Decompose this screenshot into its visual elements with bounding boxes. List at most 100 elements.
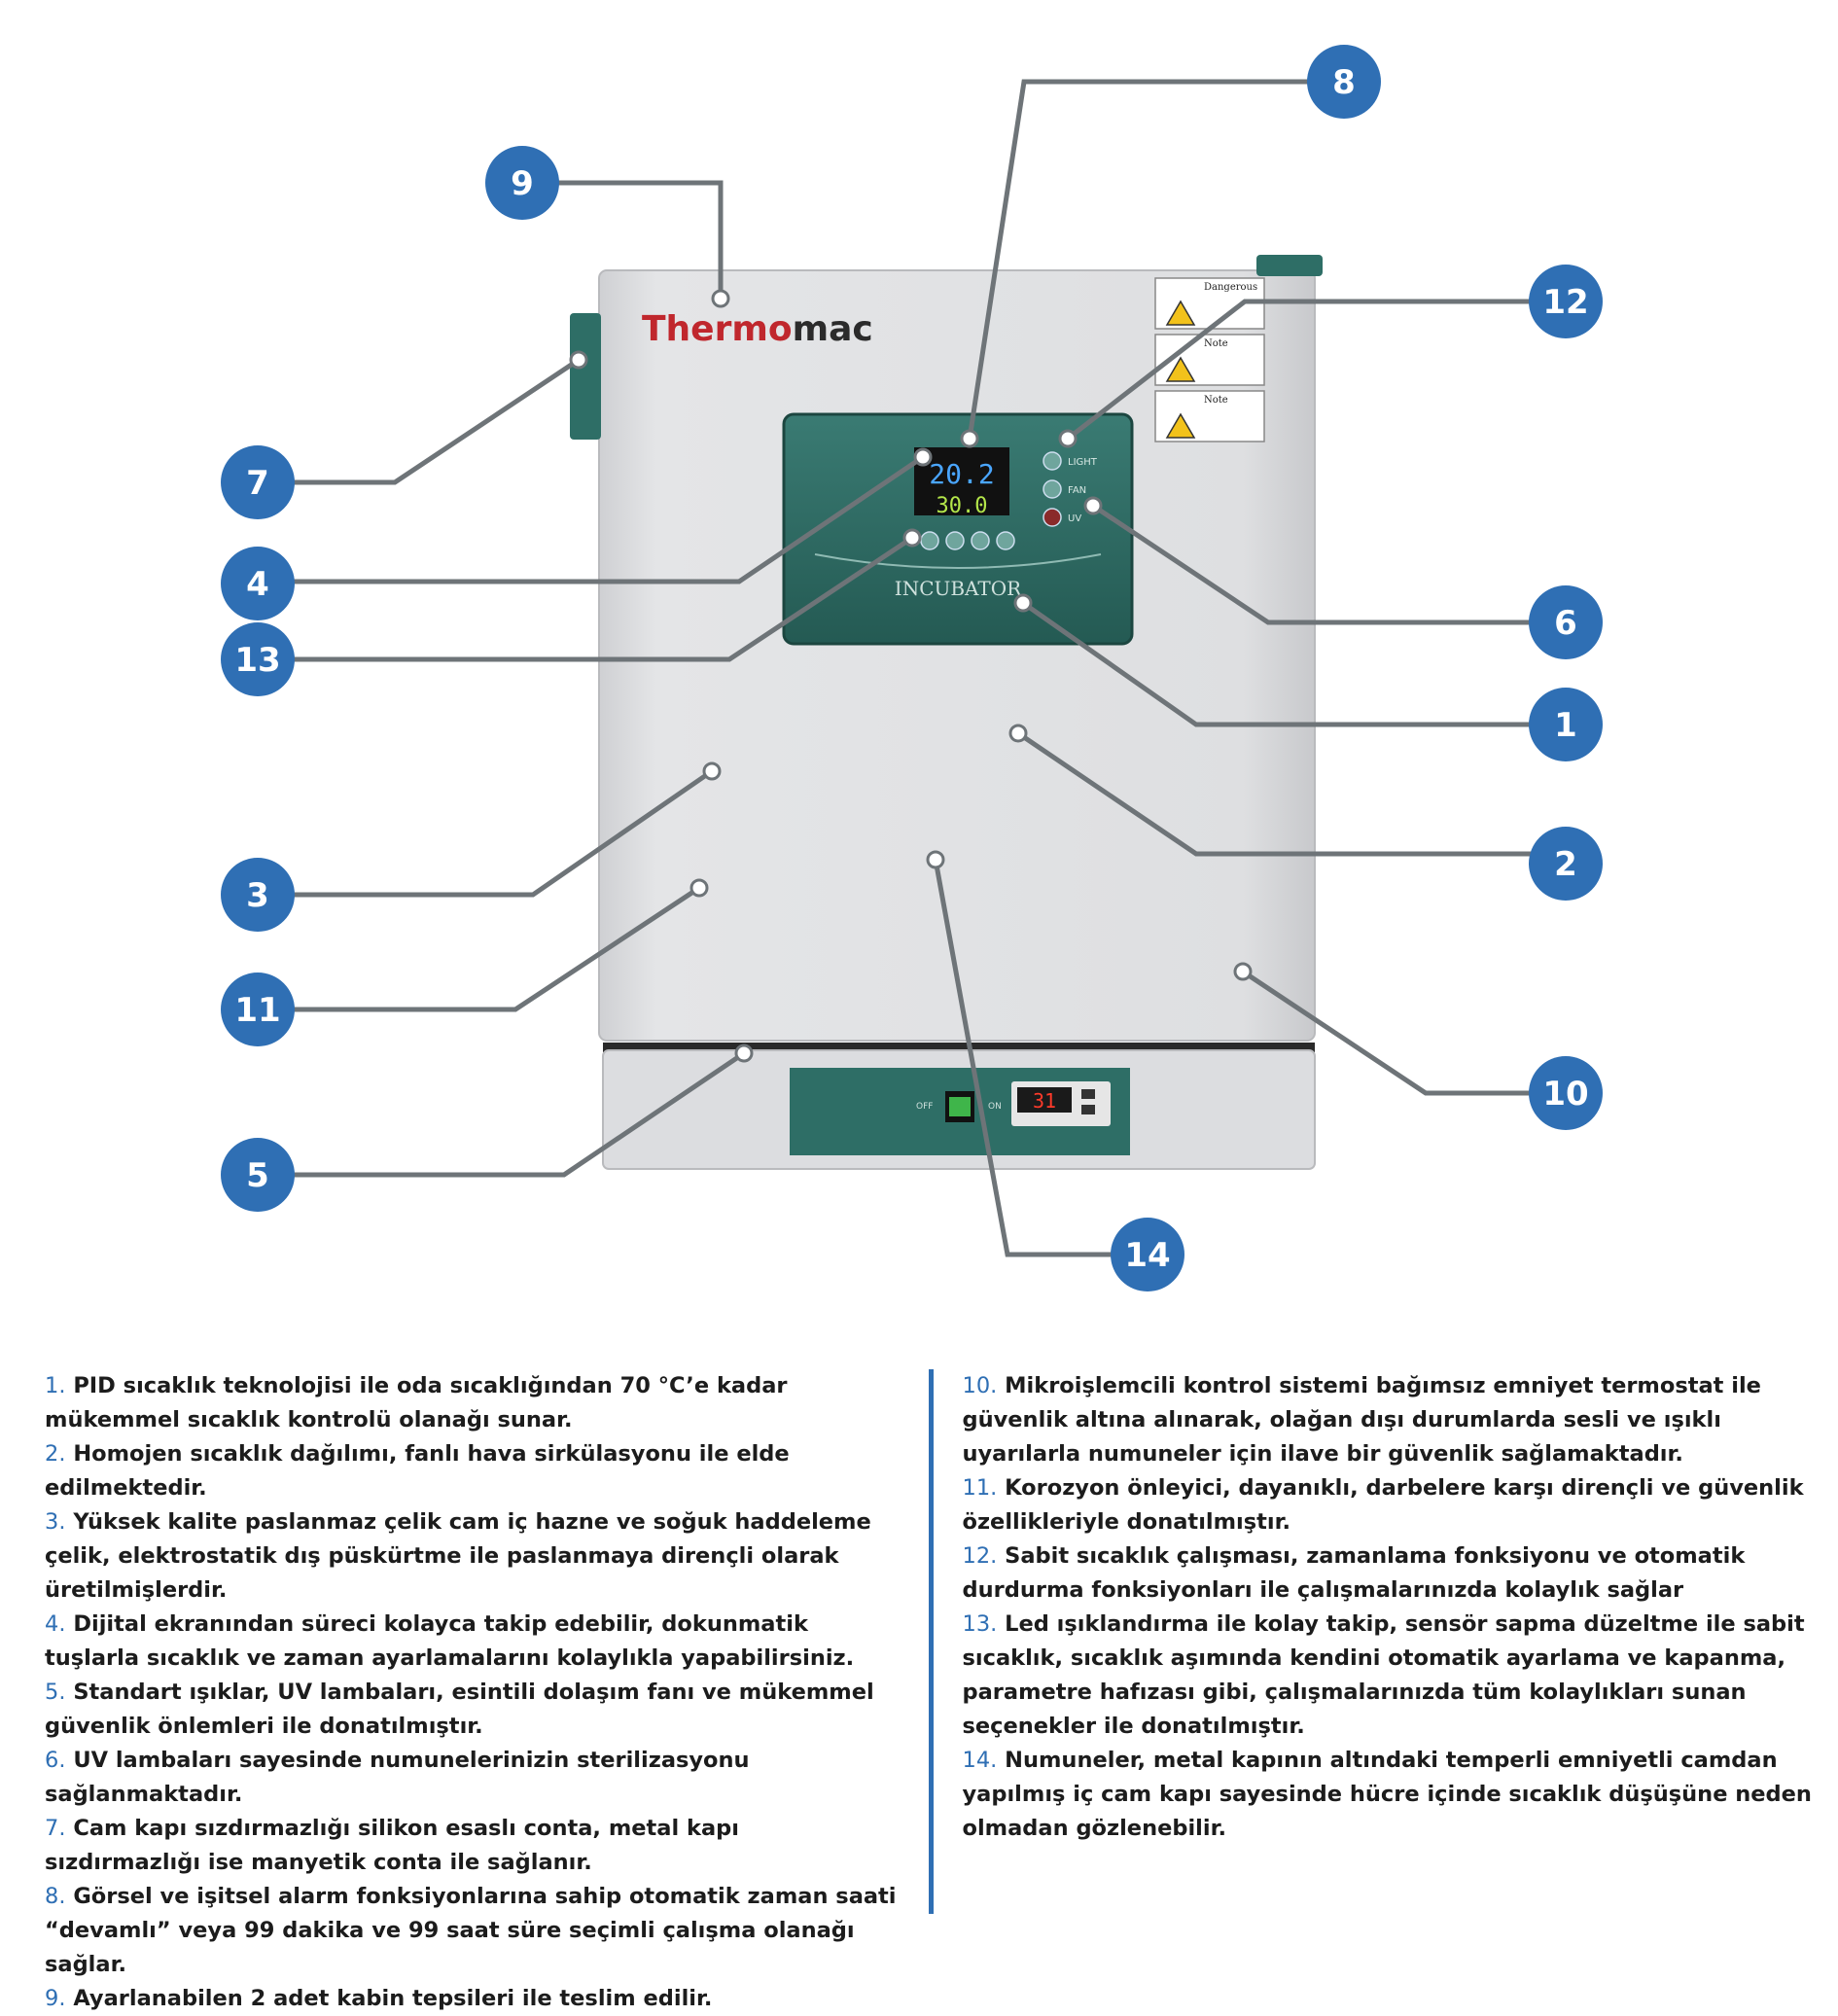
svg-text:13: 13	[234, 641, 280, 680]
svg-text:11: 11	[234, 991, 280, 1030]
legend-item-text: Korozyon önleyici, dayanıklı, darbelere …	[962, 1475, 1804, 1535]
legend: 1. PID sıcaklık teknolojisi ile oda sıca…	[45, 1369, 1816, 2011]
legend-item-number: 2.	[45, 1441, 66, 1467]
warning-label-2: Note	[1204, 338, 1228, 349]
warning-label-1: Dangerous	[1204, 282, 1257, 293]
svg-text:1: 1	[1554, 706, 1577, 745]
legend-item: 12. Sabit sıcaklık çalışması, zamanlama …	[963, 1539, 1816, 1608]
anchor-dots	[569, 289, 1253, 1063]
uv-icon[interactable]	[1043, 508, 1062, 527]
callout-6: 6	[1529, 585, 1603, 659]
callout-14: 14	[1111, 1218, 1184, 1291]
door-handle[interactable]	[570, 313, 601, 440]
svg-text:3: 3	[246, 876, 269, 915]
fan-button-label: FAN	[1068, 485, 1086, 496]
legend-item-text: Led ışıklandırma ile kolay takip, sensör…	[962, 1611, 1805, 1739]
legend-item-text: Homojen sıcaklık dağılımı, fanlı hava si…	[45, 1441, 790, 1501]
legend-item-text: Yüksek kalite paslanmaz çelik cam iç haz…	[45, 1509, 871, 1603]
callout-badges: 1 2 3 4 5 6 7 8 9 10 11 12 13 14	[221, 45, 1603, 1291]
legend-item: 6. UV lambaları sayesinde numunelerinizi…	[45, 1744, 898, 1812]
warning-icon	[1165, 412, 1196, 439]
legend-item-text: UV lambaları sayesinde numunelerinizin s…	[45, 1748, 750, 1807]
legend-item-text: Dijital ekranından süreci kolayca takip …	[45, 1611, 855, 1671]
legend-item-text: Numuneler, metal kapının altındaki tempe…	[962, 1748, 1812, 1841]
legend-item: 11. Korozyon önleyici, dayanıklı, darbel…	[963, 1471, 1816, 1539]
svg-text:6: 6	[1554, 604, 1577, 643]
display-setpoint: 30.0	[937, 494, 988, 518]
thermostat-display: 31	[1033, 1089, 1056, 1113]
callout-4: 4	[221, 547, 295, 620]
callout-11: 11	[221, 973, 295, 1046]
base-controls: OFF ON 31	[916, 1081, 1111, 1126]
warning-label-3: Note	[1204, 395, 1228, 406]
legend-item: 2. Homojen sıcaklık dağılımı, fanlı hava…	[45, 1437, 898, 1505]
light-icon[interactable]	[1043, 451, 1062, 471]
legend-item: 3. Yüksek kalite paslanmaz çelik cam iç …	[45, 1505, 898, 1608]
incubator-diagram: Thermomac Dangerous Note Note 20.2 30.0 …	[221, 45, 1603, 1291]
callout-9: 9	[485, 146, 559, 220]
legend-item-number: 4.	[45, 1611, 66, 1637]
warning-icon	[1165, 356, 1196, 382]
legend-item-number: 14.	[962, 1748, 998, 1773]
display-temperature: 20.2	[929, 458, 994, 490]
legend-item-text: Görsel ve işitsel alarm fonksiyonlarına …	[45, 1884, 897, 1977]
svg-text:14: 14	[1124, 1236, 1170, 1275]
callout-8: 8	[1307, 45, 1381, 119]
callout-7: 7	[221, 445, 295, 519]
legend-item-number: 9.	[45, 1986, 66, 2011]
legend-item: 9. Ayarlanabilen 2 adet kabin tepsileri …	[45, 1982, 898, 2016]
warning-icon	[1165, 300, 1196, 326]
legend-item-number: 7.	[45, 1816, 66, 1841]
callout-10: 10	[1529, 1056, 1603, 1130]
callout-1: 1	[1529, 688, 1603, 761]
legend-item-number: 10.	[962, 1373, 998, 1398]
legend-item-number: 3.	[45, 1509, 66, 1535]
panel-label: INCUBATOR	[895, 577, 1022, 600]
legend-item-text: Ayarlanabilen 2 adet kabin tepsileri ile…	[73, 1986, 713, 2011]
svg-text:5: 5	[246, 1156, 269, 1195]
legend-item: 8. Görsel ve işitsel alarm fonksiyonları…	[45, 1880, 898, 1982]
legend-left-column: 1. PID sıcaklık teknolojisi ile oda sıca…	[45, 1369, 917, 2011]
legend-item: 1. PID sıcaklık teknolojisi ile oda sıca…	[45, 1369, 898, 1437]
set-button[interactable]	[920, 531, 939, 550]
legend-item-number: 13.	[962, 1611, 998, 1637]
callout-12: 12	[1529, 265, 1603, 338]
brand-part-1: Thermo	[642, 309, 793, 349]
svg-text:2: 2	[1554, 845, 1577, 884]
control-panel: 20.2 30.0 LIGHT FAN UV INCUBATOR	[782, 412, 1134, 646]
legend-item-number: 5.	[45, 1680, 66, 1705]
legend-right-column: 10. Mikroişlemcili kontrol sistemi bağım…	[928, 1369, 1816, 1914]
legend-item-text: Sabit sıcaklık çalışması, zamanlama fonk…	[962, 1543, 1746, 1603]
switch-off-label: OFF	[916, 1102, 933, 1112]
left-button[interactable]	[945, 531, 965, 550]
svg-text:7: 7	[246, 464, 269, 503]
legend-item: 13. Led ışıklandırma ile kolay takip, se…	[963, 1608, 1816, 1744]
svg-text:12: 12	[1542, 283, 1588, 322]
warning-labels: Dangerous Note Note	[1154, 277, 1265, 442]
callout-5: 5	[221, 1138, 295, 1212]
up-button[interactable]	[996, 531, 1015, 550]
legend-item-number: 12.	[962, 1543, 998, 1569]
svg-text:9: 9	[511, 164, 534, 203]
brand-part-2: mac	[793, 309, 873, 349]
fan-icon[interactable]	[1043, 479, 1062, 499]
legend-item: 7. Cam kapı sızdırmazlığı silikon esaslı…	[45, 1812, 898, 1880]
legend-item: 4. Dijital ekranından süreci kolayca tak…	[45, 1608, 898, 1676]
legend-item-number: 8.	[45, 1884, 66, 1909]
svg-text:10: 10	[1542, 1075, 1588, 1114]
legend-item-text: Standart ışıklar, UV lambaları, esintili…	[45, 1680, 874, 1739]
svg-text:4: 4	[246, 565, 269, 604]
legend-item-text: PID sıcaklık teknolojisi ile oda sıcaklı…	[45, 1373, 788, 1432]
legend-item-text: Mikroişlemcili kontrol sistemi bağımsız …	[962, 1373, 1761, 1467]
callout-3: 3	[221, 858, 295, 932]
uv-button-label: UV	[1068, 513, 1081, 524]
legend-item-number: 11.	[962, 1475, 998, 1501]
light-button-label: LIGHT	[1068, 457, 1098, 468]
brand-logo: Thermomac	[642, 309, 873, 349]
legend-item-number: 1.	[45, 1373, 66, 1398]
callout-2: 2	[1529, 827, 1603, 901]
leader-lines	[257, 79, 1556, 1257]
down-button[interactable]	[971, 531, 990, 550]
svg-text:8: 8	[1332, 63, 1356, 102]
legend-item: 14. Numuneler, metal kapının altındaki t…	[963, 1744, 1816, 1846]
